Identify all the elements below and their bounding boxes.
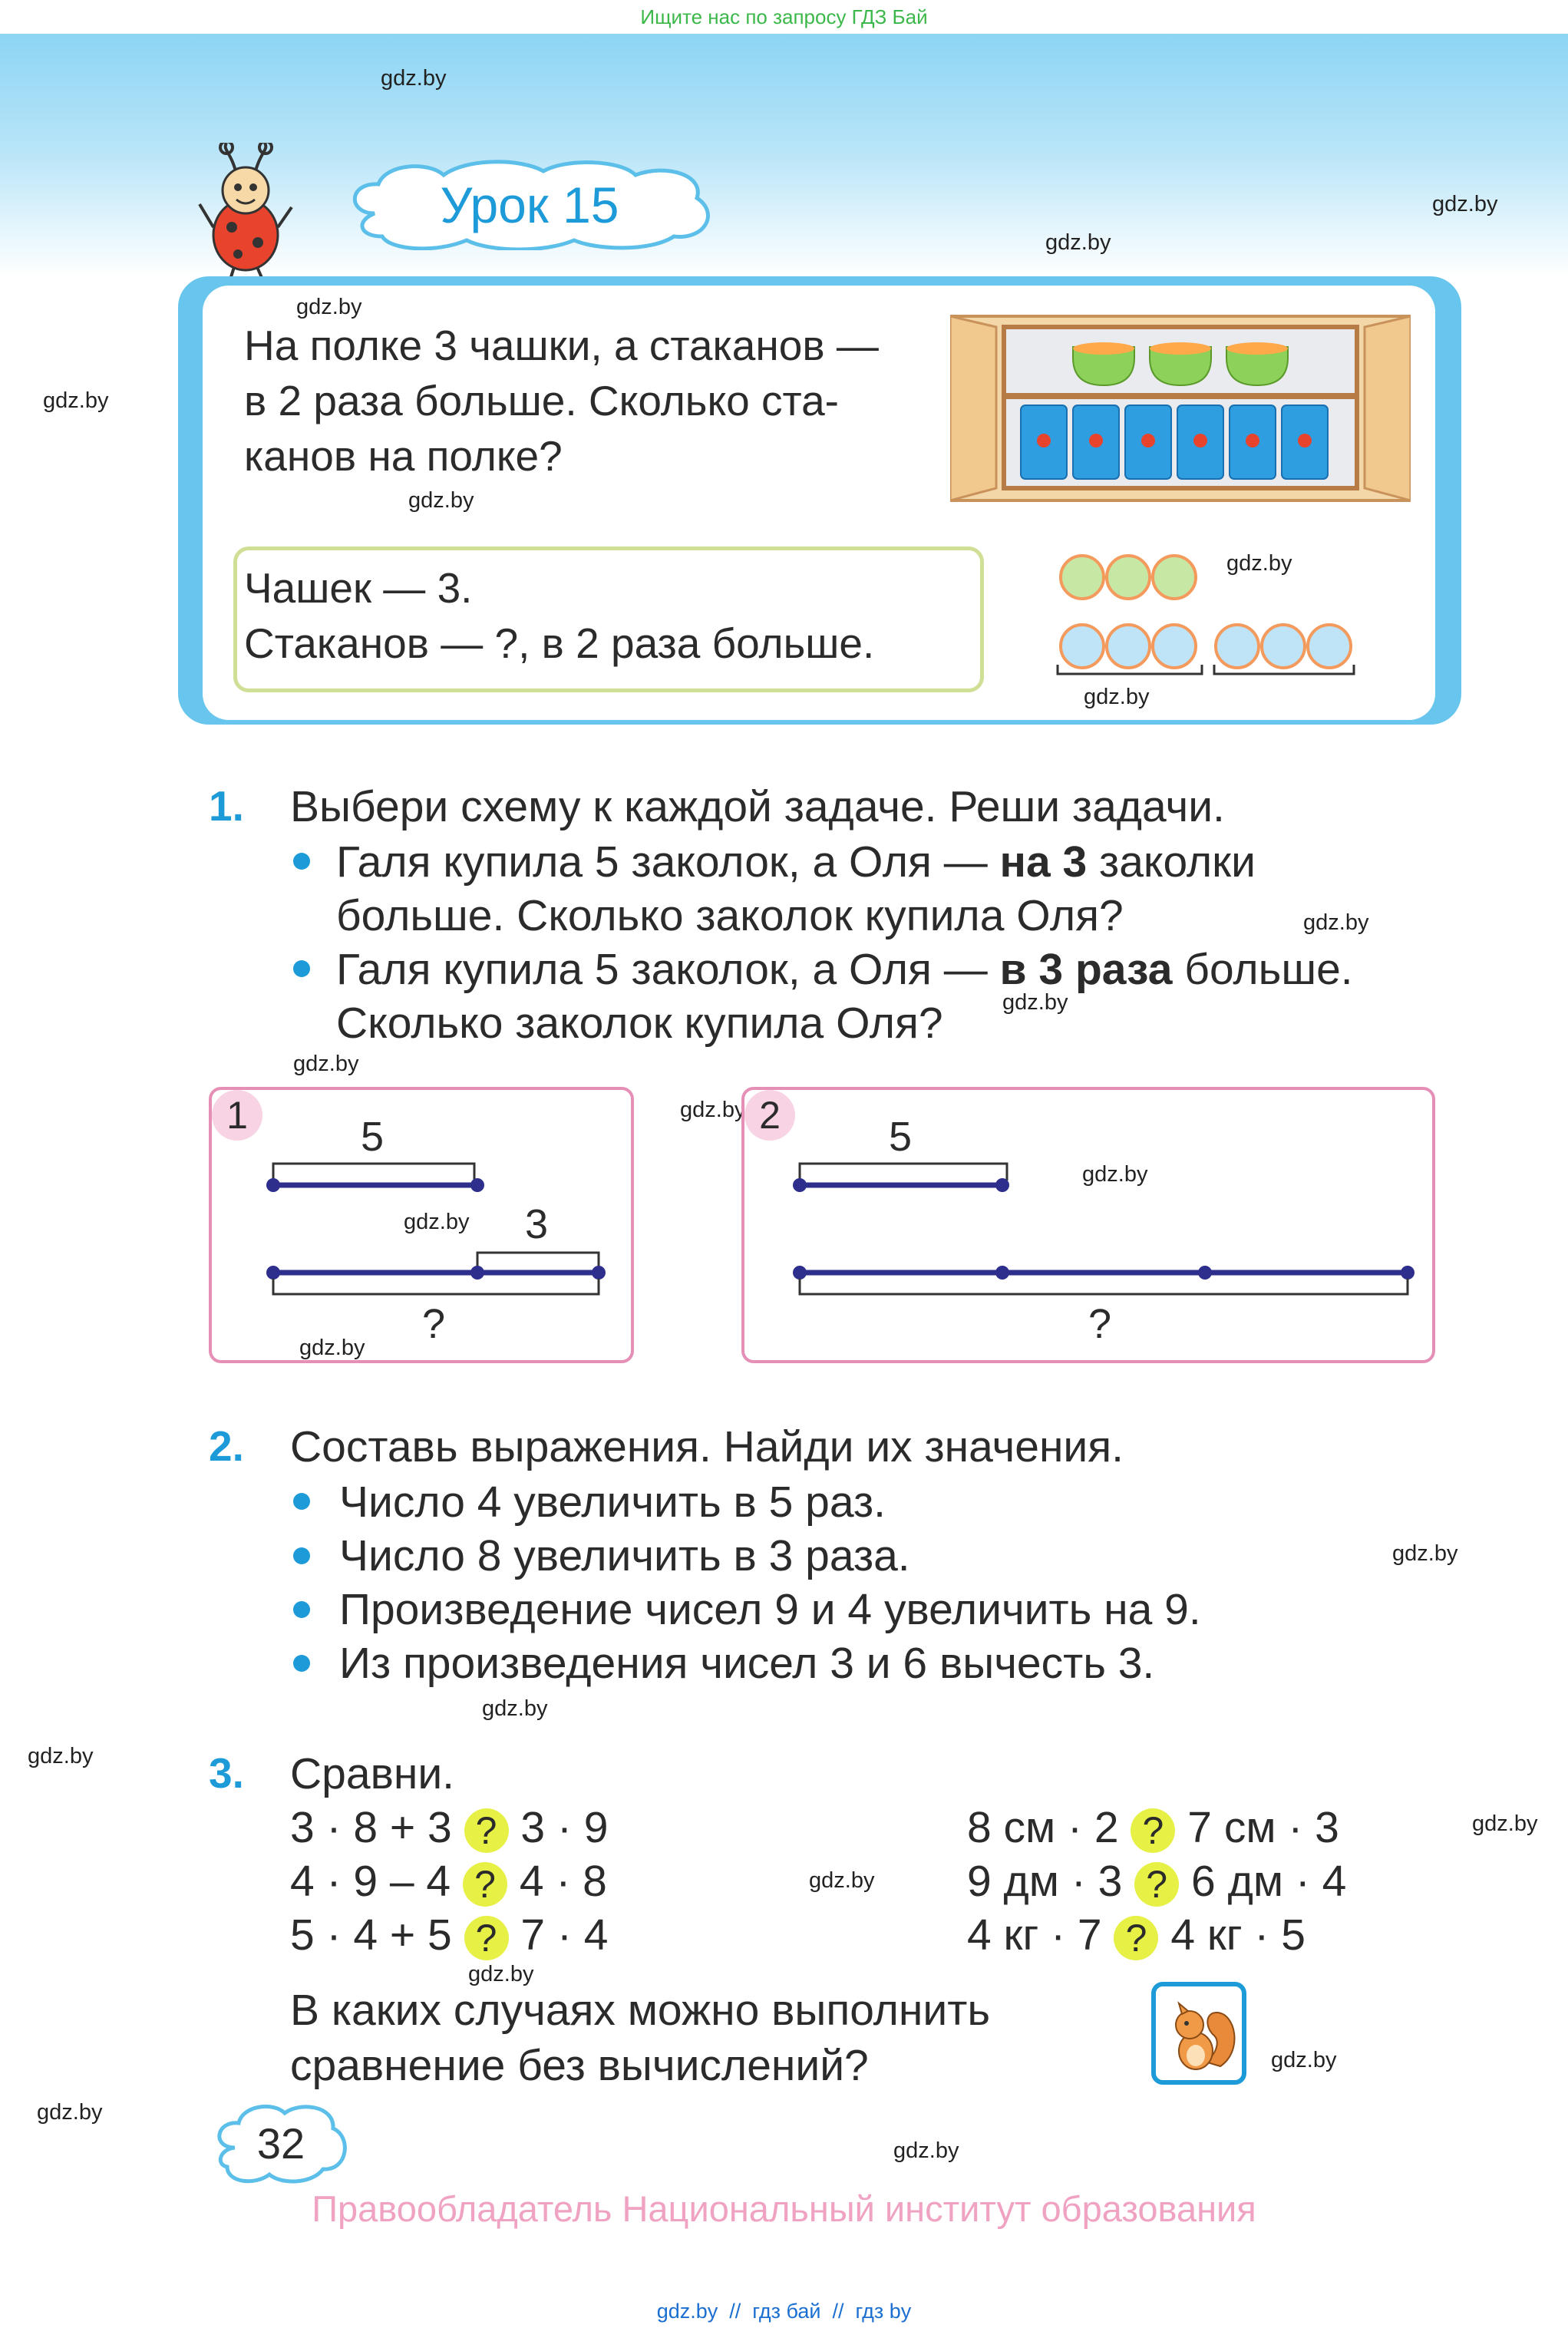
watermark: gdz.by: [293, 1052, 359, 1076]
scheme-2-question: ?: [1088, 1301, 1112, 1347]
watermark: gdz.by: [408, 488, 474, 513]
question-mark-icon[interactable]: ?: [1134, 1861, 1180, 1907]
task-title: Выбери схему к каждой задаче. Реши задач…: [290, 782, 1225, 831]
watermark: gdz.by: [1392, 1541, 1458, 1566]
watermark: gdz.by: [28, 1744, 94, 1768]
scheme-1-question: ?: [422, 1301, 446, 1347]
task2-item: Произведение чисел 9 и 4 увеличить на 9.: [339, 1585, 1201, 1634]
scheme-1-segments: [266, 1162, 606, 1296]
scheme-1-panel[interactable]: [209, 1087, 634, 1363]
watermark: gdz.by: [296, 295, 362, 319]
scheme-2-label: 2: [744, 1090, 795, 1141]
compare-right-row: 9 дм · 3 ? 6 дм · 4: [967, 1857, 1347, 1907]
compare-right-row: 8 см · 2 ? 7 см · 3: [967, 1803, 1339, 1853]
bullet-icon: [293, 1601, 310, 1618]
watermark: gdz.by: [43, 388, 109, 413]
intro-problem-line: канов на полке?: [244, 432, 563, 480]
page-number-cloud-icon: [217, 2104, 347, 2184]
compare-left-row: 4 · 9 – 4 ? 4 · 8: [290, 1857, 607, 1907]
scheme-1-top-value: 5: [361, 1114, 385, 1160]
ladybug-mascot-icon: [198, 143, 293, 280]
watermark: gdz.by: [1045, 230, 1111, 255]
task2-item: Из произведения чисел 3 и 6 вычесть 3.: [339, 1639, 1155, 1688]
scheme-1-label: 1: [212, 1090, 262, 1141]
task-number: 1.: [209, 782, 244, 830]
bullet-icon: [293, 1493, 310, 1510]
task-number: 2.: [209, 1422, 244, 1470]
task3-question-line: сравнение без вычислений?: [290, 2041, 869, 2090]
bullet-icon: [293, 960, 310, 977]
watermark: gdz.by: [1082, 1162, 1148, 1187]
lesson-title: Урок 15: [440, 177, 619, 233]
watermark: gdz.by: [1472, 1811, 1538, 1836]
watermark: gdz.by: [299, 1336, 365, 1360]
scheme-2-top-value: 5: [889, 1114, 913, 1160]
watermark: gdz.by: [1271, 2048, 1337, 2072]
bullet-icon: [293, 1655, 310, 1672]
watermark: gdz.by: [1432, 192, 1498, 216]
compare-left-row: 5 · 4 + 5 ? 7 · 4: [290, 1910, 609, 1960]
circle-model-diagram: [1056, 554, 1355, 675]
watermark: gdz.by: [468, 1962, 534, 1986]
compare-right-row: 4 кг · 7 ? 4 кг · 5: [967, 1910, 1306, 1960]
copyright: Правообладатель Национальный институт об…: [312, 2188, 1256, 2229]
watermark: gdz.by: [404, 1210, 470, 1234]
lesson-cloud-icon: [352, 160, 710, 250]
condition-box: [233, 547, 984, 692]
task1-bullet2-line2: Сколько заколок купила Оля?: [336, 999, 943, 1048]
task2-item: Число 8 увеличить в 3 раза.: [339, 1531, 910, 1580]
question-mark-icon[interactable]: ?: [464, 1808, 509, 1853]
watermark: gdz.by: [1303, 910, 1369, 935]
watermark: gdz.by: [809, 1868, 875, 1893]
question-mark-icon[interactable]: ?: [1114, 1915, 1159, 1960]
watermark: gdz.by: [680, 1098, 746, 1122]
intro-problem: На полке 3 чашки, а стаканов — в 2 раза …: [244, 318, 950, 484]
bullet-icon: [293, 853, 310, 870]
task-number: 3.: [209, 1749, 244, 1797]
squirrel-hint-icon[interactable]: [1151, 1982, 1246, 2085]
condition-line: Чашек — 3.: [244, 564, 473, 612]
watermark: gdz.by: [1084, 685, 1150, 709]
watermark: gdz.by: [1002, 990, 1068, 1015]
question-mark-icon[interactable]: ?: [464, 1915, 509, 1960]
shelf-illustration-icon: [950, 315, 1411, 502]
task2-item: Число 4 увеличить в 5 раз.: [339, 1478, 886, 1527]
task-title: Составь выражения. Найди их значения.: [290, 1422, 1124, 1471]
task-title: Сравни.: [290, 1749, 455, 1798]
task1-bullet2-line1: Галя купила 5 заколок, а Оля — в 3 раза …: [336, 945, 1353, 994]
footer-links[interactable]: gdz.by // гдз бай // гдз by: [656, 2300, 912, 2323]
question-mark-icon[interactable]: ?: [1131, 1808, 1176, 1853]
scheme-2-segments: [793, 1162, 1415, 1296]
task3-question-line: В каких случаях можно выполнить: [290, 1986, 991, 2035]
watermark: gdz.by: [893, 2138, 959, 2163]
top-banner[interactable]: Ищите нас по запросу ГДЗ Бай: [0, 0, 1568, 34]
intro-problem-line: На полке 3 чашки, а стаканов —: [244, 322, 879, 369]
bullet-icon: [293, 1547, 310, 1564]
condition-line: Стаканов — ?, в 2 раза больше.: [244, 619, 875, 667]
task1-bullet1-line2: больше. Сколько заколок купила Оля?: [336, 891, 1124, 940]
scheme-1-add-value: 3: [525, 1201, 549, 1247]
scheme-2-panel[interactable]: [741, 1087, 1435, 1363]
watermark: gdz.by: [1226, 551, 1292, 576]
watermark: gdz.by: [482, 1696, 548, 1721]
task1-bullet1-line1: Галя купила 5 заколок, а Оля — на 3 зако…: [336, 837, 1256, 887]
page-number: 32: [256, 2119, 305, 2168]
watermark: gdz.by: [37, 2100, 103, 2125]
watermark: gdz.by: [381, 66, 447, 91]
question-mark-icon[interactable]: ?: [462, 1861, 507, 1907]
intro-problem-line: в 2 раза больше. Сколько ста-: [244, 377, 839, 424]
compare-left-row: 3 · 8 + 3 ? 3 · 9: [290, 1803, 609, 1853]
